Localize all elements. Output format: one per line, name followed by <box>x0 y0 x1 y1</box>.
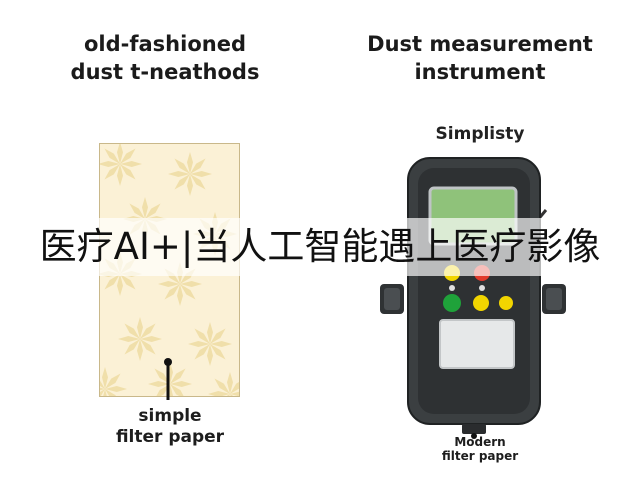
right-caption-line1: Modern <box>454 435 506 449</box>
dust-meter-device <box>380 157 566 439</box>
left-heading-line1: old-fashioned <box>84 32 246 56</box>
filter-paper-pointer <box>164 358 172 400</box>
yellow-button-2[interactable] <box>473 295 489 311</box>
device-lower-panel <box>439 319 515 369</box>
left-caption: simple filter paper <box>90 406 250 448</box>
right-heading: Dust measurement instrument <box>330 30 630 86</box>
overlay-banner-text: 医疗AI+|当人工智能遇上医疗影像 <box>39 225 601 268</box>
green-button[interactable] <box>443 294 461 312</box>
overlay-banner <box>0 218 640 276</box>
right-heading-line2: instrument <box>414 60 546 84</box>
left-caption-line2: filter paper <box>115 427 225 447</box>
left-caption-line1: simple <box>138 406 202 426</box>
right-heading-line1: Dust measurement <box>367 32 593 56</box>
device-nozzle <box>462 424 486 434</box>
device-subtitle: Simplisty <box>435 124 525 144</box>
left-heading-line2: dust t-neathods <box>70 60 260 84</box>
yellow-button-3[interactable] <box>499 296 513 310</box>
left-heading: old-fashioned dust t-neathods <box>40 30 290 86</box>
right-caption-line2: filter paper <box>441 449 519 463</box>
right-caption: Modern filter paper <box>410 435 550 463</box>
